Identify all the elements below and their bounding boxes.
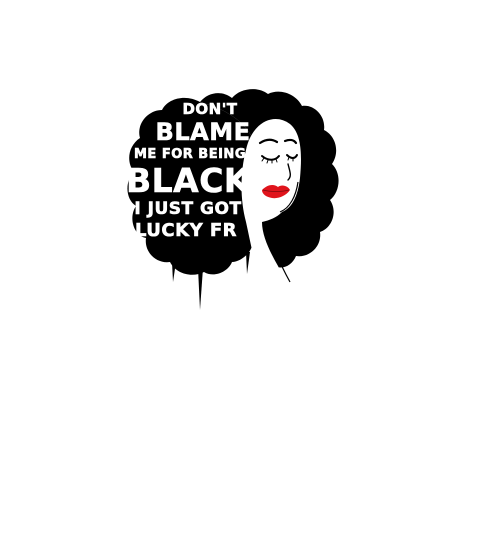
quote-line-3: ME FOR BEING [134, 147, 246, 162]
quote-line-5: I JUST GOT [134, 199, 241, 219]
quote-text-block: DON'T BLAME ME FOR BEING BLACK I JUST GO… [126, 100, 251, 242]
red-lips [262, 185, 290, 199]
quote-line-4: BLACK [126, 161, 251, 200]
closed-eyes [261, 154, 298, 164]
nose-line [287, 163, 291, 181]
quote-line-6: LUCKY FR [135, 220, 237, 241]
face-shape [241, 119, 301, 284]
eyebrows [258, 138, 298, 145]
quote-line-1: DON'T [182, 100, 237, 118]
quote-line-2: BLAME [156, 118, 251, 146]
